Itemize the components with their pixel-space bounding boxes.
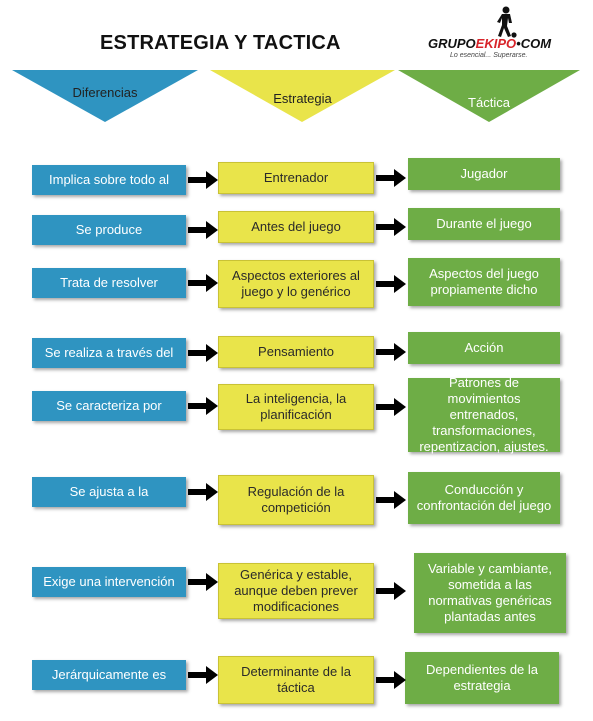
arrow-right-icon bbox=[376, 169, 406, 187]
difference-box: Se produce bbox=[32, 215, 186, 245]
arrow-right-icon bbox=[376, 343, 406, 361]
arrow-right-icon bbox=[376, 275, 406, 293]
arrow-right-icon bbox=[188, 274, 218, 292]
strategy-box: Determinante de la táctica bbox=[218, 656, 374, 704]
header-label: Estrategia bbox=[273, 91, 332, 106]
difference-box: Trata de resolver bbox=[32, 268, 186, 298]
arrow-right-icon bbox=[188, 666, 218, 684]
arrow-right-icon bbox=[376, 582, 406, 600]
tactic-box: Patrones de movimientos entrenados, tran… bbox=[408, 375, 560, 454]
tactic-box: Conducción y confrontación del juego bbox=[408, 472, 560, 524]
header-triangle-yellow bbox=[210, 70, 395, 122]
strategy-box: Antes del juego bbox=[218, 211, 374, 243]
arrow-right-icon bbox=[188, 344, 218, 362]
arrow-right-icon bbox=[376, 491, 406, 509]
difference-box: Se caracteriza por bbox=[32, 391, 186, 421]
logo-tagline: Lo esencial... Superarse. bbox=[450, 52, 528, 59]
difference-box: Exige una intervención bbox=[32, 567, 186, 597]
arrow-right-icon bbox=[188, 397, 218, 415]
soccer-player-icon bbox=[497, 6, 517, 38]
strategy-box: Aspectos exteriores al juego y lo genéri… bbox=[218, 260, 374, 308]
arrow-right-icon bbox=[376, 398, 406, 416]
tactic-box: Acción bbox=[408, 332, 560, 364]
difference-box: Se realiza a través del bbox=[32, 338, 186, 368]
header-diferencias: Diferencias bbox=[12, 70, 198, 122]
arrow-right-icon bbox=[376, 218, 406, 236]
arrow-right-icon bbox=[376, 671, 406, 689]
header-triangle-green bbox=[398, 70, 580, 122]
strategy-box: Regulación de la competición bbox=[218, 475, 374, 525]
tactic-box: Aspectos del juego propiamente dicho bbox=[408, 258, 560, 306]
tactic-box: Dependientes de la estrategia bbox=[405, 652, 559, 704]
arrow-right-icon bbox=[188, 573, 218, 591]
arrow-right-icon bbox=[188, 171, 218, 189]
header-label: Táctica bbox=[468, 95, 510, 110]
arrow-right-icon bbox=[188, 221, 218, 239]
header-label: Diferencias bbox=[72, 85, 138, 100]
header-estrategia: Estrategia bbox=[210, 70, 395, 122]
strategy-box: Entrenador bbox=[218, 162, 374, 194]
header-triangle-blue bbox=[12, 70, 198, 122]
tactic-box: Jugador bbox=[408, 158, 560, 190]
header-tactica: Táctica bbox=[398, 70, 580, 122]
strategy-box: Pensamiento bbox=[218, 336, 374, 368]
grupoekipo-logo: GRUPOEKIPO•COM Lo esencial... Superarse. bbox=[428, 6, 558, 64]
tactic-box: Durante el juego bbox=[408, 208, 560, 240]
arrow-right-icon bbox=[188, 483, 218, 501]
tactic-box: Variable y cambiante, sometida a las nor… bbox=[414, 553, 566, 633]
strategy-box: Genérica y estable, aunque deben prever … bbox=[218, 563, 374, 619]
strategy-box: La inteligencia, la planificación bbox=[218, 384, 374, 430]
difference-box: Se ajusta a la bbox=[32, 477, 186, 507]
difference-box: Implica sobre todo al bbox=[32, 165, 186, 195]
logo-wordmark: GRUPOEKIPO•COM bbox=[428, 36, 552, 51]
page-title: ESTRATEGIA Y TACTICA bbox=[100, 32, 341, 54]
difference-box: Jerárquicamente es bbox=[32, 660, 186, 690]
